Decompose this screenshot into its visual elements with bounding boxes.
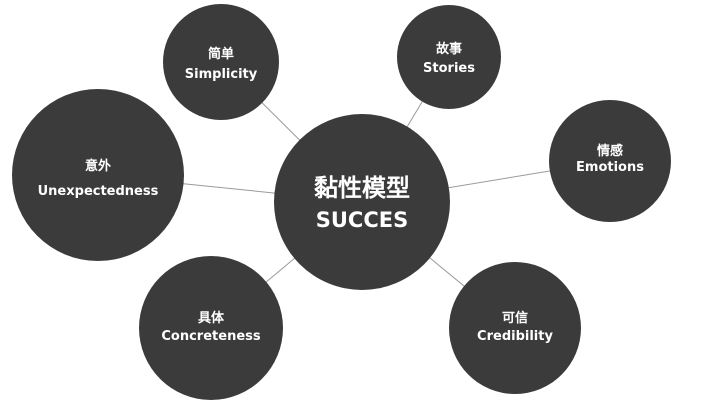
- node-stories-circle: [397, 5, 501, 109]
- node-concreteness-circle: [139, 256, 283, 400]
- node-simplicity: 简单 Simplicity: [163, 4, 279, 120]
- node-concreteness-zh: 具体: [198, 310, 225, 326]
- node-credibility-circle: [449, 262, 581, 394]
- node-stories-en: Stories: [423, 61, 475, 76]
- node-concreteness: 具体 Concreteness: [139, 256, 283, 400]
- center-node-circle: [274, 114, 450, 290]
- node-simplicity-zh: 简单: [208, 46, 234, 62]
- node-unexpectedness-circle: [12, 89, 184, 261]
- node-unexpectedness-en: Unexpectedness: [38, 184, 159, 199]
- node-credibility: 可信 Credibility: [449, 262, 581, 394]
- node-stories: 故事 Stories: [397, 5, 501, 109]
- node-stories-zh: 故事: [436, 41, 462, 57]
- node-emotions: 情感 Emotions: [549, 100, 671, 222]
- node-concreteness-en: Concreteness: [161, 329, 261, 344]
- center-title-en: SUCCES: [316, 208, 408, 232]
- node-emotions-en: Emotions: [576, 160, 644, 175]
- node-simplicity-circle: [163, 4, 279, 120]
- node-simplicity-en: Simplicity: [185, 67, 258, 82]
- node-credibility-zh: 可信: [502, 310, 528, 326]
- node-unexpectedness: 意外 Unexpectedness: [12, 89, 184, 261]
- node-emotions-zh: 情感: [597, 143, 623, 159]
- center-node: 黏性模型 SUCCES: [274, 114, 450, 290]
- node-emotions-circle: [549, 100, 671, 222]
- center-title-zh: 黏性模型: [314, 174, 410, 202]
- node-unexpectedness-zh: 意外: [85, 158, 111, 174]
- node-credibility-en: Credibility: [477, 329, 553, 344]
